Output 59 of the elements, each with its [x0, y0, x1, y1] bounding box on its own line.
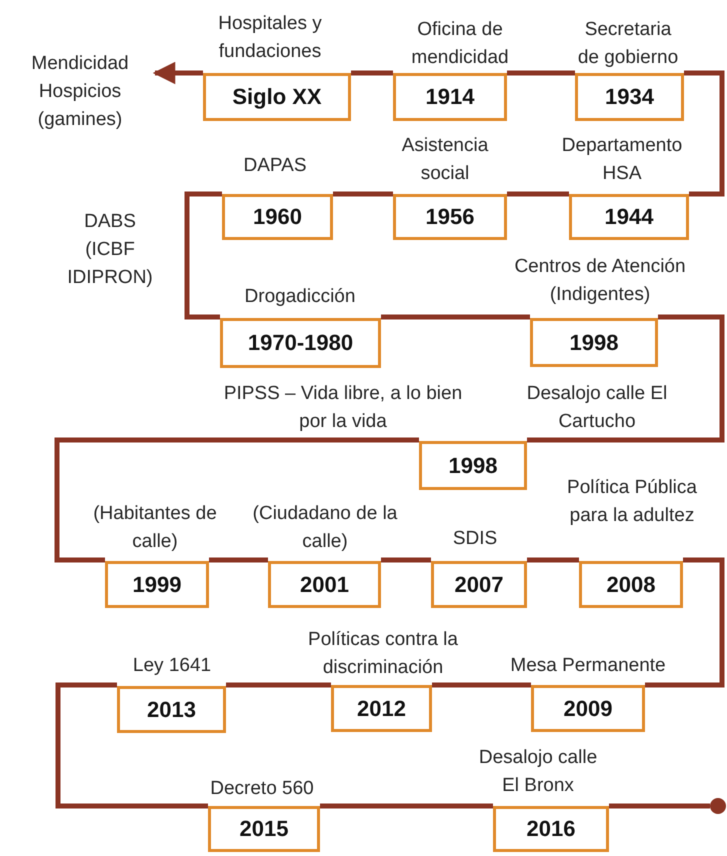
endpoint-text: Mendicidad Hospicios (gamines): [5, 50, 155, 134]
timeline-line: [507, 192, 569, 196]
timeline-line: [56, 682, 208, 808]
year-box: 2007: [431, 561, 527, 608]
year-box: 1999: [105, 561, 209, 608]
year-box: 1960: [222, 194, 333, 240]
timeline-arrow: [152, 62, 203, 84]
year-box: 1934: [575, 73, 684, 121]
year-box: 1998: [530, 318, 658, 367]
event-text: Secretaria de gobierno: [576, 18, 680, 70]
year-box: 2016: [493, 806, 609, 852]
event-text: Política Pública para la adultez: [567, 476, 697, 528]
event-text: Centros de Atención (Indigentes): [513, 255, 687, 307]
timeline-line: [333, 192, 393, 196]
event-text: Decreto 560: [209, 777, 315, 801]
event-text: Desalojo calle El Cartucho: [526, 382, 668, 434]
event-text: DAPAS: [242, 154, 308, 178]
event-text: Hospitales y fundaciones: [217, 12, 323, 64]
timeline-line: [209, 558, 268, 562]
side-note: DABS (ICBF IDIPRON): [66, 210, 154, 290]
event-text: Desalojo calle El Bronx: [478, 746, 598, 798]
start-dot: [710, 798, 726, 814]
timeline-line: [320, 804, 493, 808]
event-text: Oficina de mendicidad: [410, 18, 510, 70]
event-text: Políticas contra la discriminación: [307, 628, 459, 680]
timeline-line: [684, 70, 724, 196]
timeline-line: [527, 314, 724, 442]
timeline-line: [226, 682, 331, 688]
timeline-line: [54, 438, 419, 562]
timeline-line: [184, 192, 222, 320]
timeline-line: [381, 558, 431, 562]
year-box: 1944: [569, 194, 689, 240]
year-box: 2015: [208, 806, 320, 852]
year-box: 2001: [268, 561, 381, 608]
event-text: PIPSS – Vida libre, a lo bien por la vida: [222, 382, 464, 434]
year-box: 2012: [331, 685, 432, 732]
year-box: 2009: [531, 685, 645, 732]
year-box: Siglo XX: [203, 73, 351, 121]
event-text: Departamento HSA: [560, 134, 684, 186]
event-text: (Habitantes de calle): [92, 502, 218, 554]
year-box: 1914: [393, 73, 507, 121]
event-text: Mesa Permanente: [509, 654, 667, 678]
event-text: Asistencia social: [400, 134, 490, 186]
event-text: Drogadicción: [244, 285, 356, 309]
event-text: SDIS: [452, 527, 498, 551]
timeline-line: [432, 682, 531, 688]
event-text: (Ciudadano de la calle): [252, 502, 398, 554]
timeline-line: [609, 804, 710, 808]
timeline-line: [645, 558, 724, 688]
year-box: 1998: [419, 441, 527, 490]
timeline-line: [351, 70, 393, 76]
timeline-line: [507, 70, 575, 76]
timeline-line: [527, 558, 579, 562]
year-box: 1970-1980: [220, 318, 381, 368]
year-box: 1956: [393, 194, 507, 240]
event-text: Ley 1641: [132, 654, 212, 678]
year-box: 2008: [579, 561, 683, 608]
year-box: 2013: [117, 686, 226, 733]
timeline-line: [381, 314, 530, 320]
